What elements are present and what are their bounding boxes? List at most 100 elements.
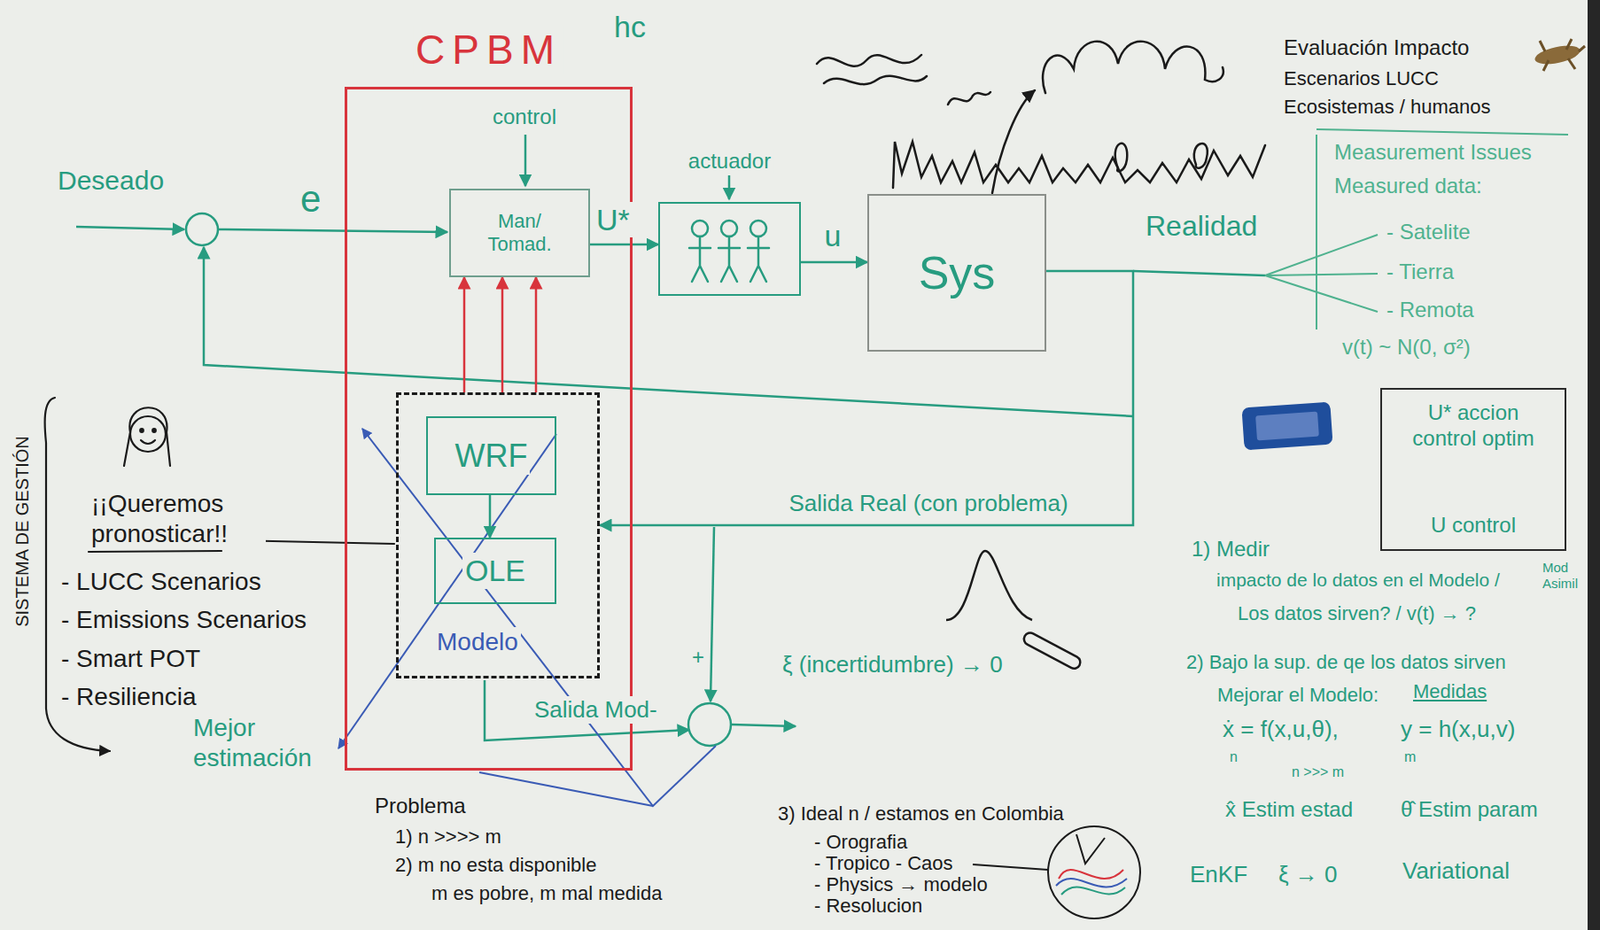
reality-line <box>1133 271 1266 276</box>
note-text: 2) m no esta disponible <box>392 854 599 878</box>
hair <box>124 407 171 467</box>
model-output-line <box>484 680 690 741</box>
connector <box>535 277 538 393</box>
note-text: ξ (incertidumbre) → 0 <box>779 651 1006 679</box>
note-text: control <box>489 104 560 131</box>
control-box: U* accion control optimU control <box>1380 388 1567 552</box>
globe-scribble <box>1056 878 1127 888</box>
note-text: y = h(x,u,v) <box>1398 715 1518 744</box>
actuator-arrow <box>728 175 731 200</box>
model-group: ModeloWRFOLE <box>396 392 600 679</box>
note-text: n <box>1227 748 1241 766</box>
face <box>130 416 166 452</box>
box-label: Sys <box>916 245 999 301</box>
note-text: Salida Mod- <box>531 696 661 724</box>
note-text: Realidad <box>1142 209 1260 243</box>
box-heading: actuador <box>685 148 774 175</box>
figure-body <box>747 236 769 282</box>
note-text: - Physics → modelo <box>811 873 991 897</box>
gecko-body <box>1533 42 1583 68</box>
note-text: Mejorar el Modelo: <box>1214 683 1382 707</box>
note-text: Ecosistemas / humanos <box>1281 95 1494 119</box>
gaussian-curve <box>946 551 1033 621</box>
box-label: U* accion control optim <box>1406 400 1540 452</box>
figure-head <box>721 220 738 237</box>
edge-label: Salida Real (con problema) <box>786 489 1072 518</box>
loop-line <box>479 772 653 807</box>
note-text: - LUCC Scenarios <box>58 566 265 598</box>
bird <box>947 92 991 105</box>
fan-line <box>1265 273 1378 276</box>
box-label: OLE <box>462 552 529 590</box>
note-text: Variational <box>1399 857 1513 886</box>
leader-line <box>972 864 1049 870</box>
eraser-sticker <box>1255 411 1320 442</box>
panel-border <box>1315 134 1318 330</box>
evaporation-arrow <box>992 90 1035 194</box>
note-text: e <box>297 177 324 222</box>
note-text: - Remota <box>1383 297 1477 324</box>
note-text: impacto de lo datos en el Modelo / <box>1213 568 1503 591</box>
note-text: ẋ = f(x,u,θ), <box>1219 715 1342 744</box>
note-text: 1) Medir <box>1188 536 1273 563</box>
estimation-lines <box>338 428 716 807</box>
note-text: EnKF <box>1187 861 1251 889</box>
comparison-junction <box>688 703 731 746</box>
model-box: OLE <box>434 537 557 605</box>
note-text: - Tropico - Caos <box>811 852 956 876</box>
reference-arrow <box>76 226 185 230</box>
globe-outline <box>1048 826 1141 919</box>
edge-label: u <box>822 217 845 255</box>
vertical-title: SISTEMA DE GESTIÓN <box>11 433 33 630</box>
note-text: ¡¡Queremos pronosticar!! <box>88 489 266 549</box>
eye <box>139 428 144 433</box>
note-text: x̂ Estim estad <box>1222 797 1356 824</box>
note-text: Measurement Issues <box>1331 139 1535 166</box>
box-label: Modelo <box>434 627 521 658</box>
figure-head <box>750 220 767 237</box>
eraser <box>1241 402 1333 451</box>
gecko-magnet <box>1533 38 1585 71</box>
note-text: - Emissions Scenarios <box>58 605 310 636</box>
cpbm-box: CPBMMan/ Tomad.ModeloWRFOLE <box>344 86 633 771</box>
fan-line <box>1265 234 1378 276</box>
tree <box>1115 143 1128 172</box>
probe <box>1021 630 1082 671</box>
globe-scribble <box>1061 886 1126 895</box>
note-text: Medidas <box>1410 680 1490 704</box>
note-text: - Satelite <box>1383 219 1474 246</box>
summing-junction <box>186 213 218 246</box>
note-text: θ̂ Estim param <box>1398 797 1541 824</box>
globe-doodle <box>972 826 1141 919</box>
note-text: Mejor estimación <box>190 713 324 773</box>
globe-scribble <box>1076 834 1105 864</box>
control-arrow <box>524 134 528 187</box>
smile <box>140 440 156 444</box>
globe-scribble <box>1058 869 1124 879</box>
note-text: m <box>1401 748 1419 766</box>
note-text: - Orografia <box>811 831 910 855</box>
measurement-fan <box>1265 129 1569 330</box>
connector <box>463 277 467 393</box>
system-box: Sys <box>867 194 1047 352</box>
note-text: 2) Bajo la sup. de qe los datos sirven <box>1183 651 1509 675</box>
cross-line <box>338 434 557 749</box>
figure-body <box>718 236 740 282</box>
note-text: Evaluación Impacto <box>1281 35 1472 62</box>
figure-body <box>689 236 711 282</box>
note-text: Problema <box>372 793 469 820</box>
tree <box>1194 143 1208 169</box>
uncertainty-arrow <box>731 724 796 727</box>
error-arrow <box>217 229 448 233</box>
note-text: - Resolucion <box>811 894 925 918</box>
real-output-branch <box>710 527 715 702</box>
note-text: 1) n >>>> m <box>392 825 505 849</box>
note-text: ξ → 0 <box>1275 861 1341 889</box>
box-heading: CPBM <box>412 25 565 75</box>
note-text: - Tierra <box>1383 259 1457 286</box>
eraser-body <box>1241 402 1333 451</box>
decision-box: Man/ Tomad. <box>449 188 591 278</box>
note-text: hc <box>611 8 649 46</box>
